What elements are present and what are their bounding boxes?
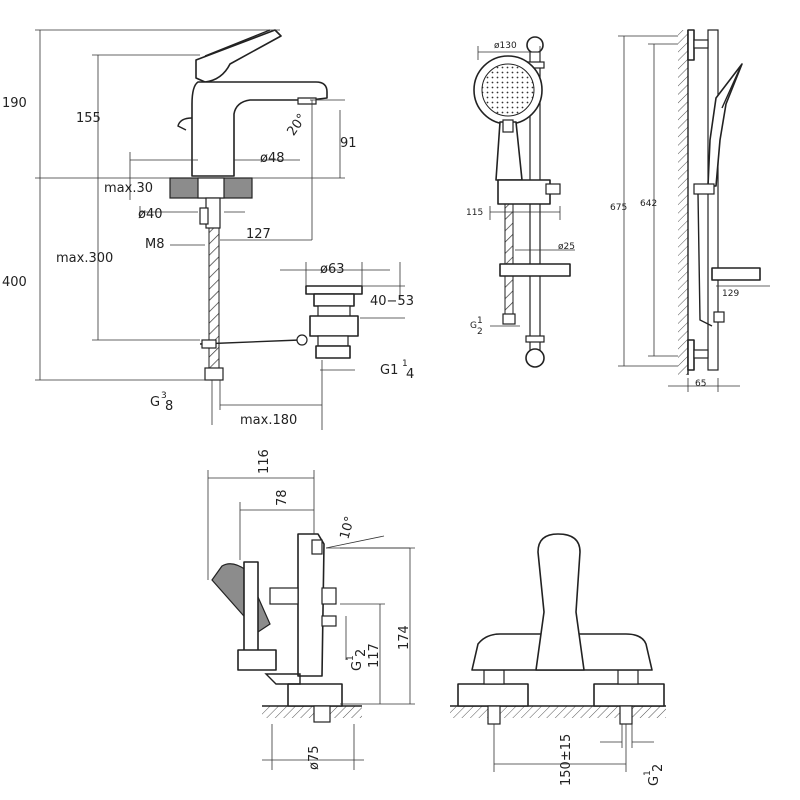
- basin-spout-reach: 127: [246, 227, 271, 242]
- shower-side-soap-dish: [711, 267, 761, 281]
- centerset-centers: 150±15: [559, 734, 574, 786]
- shower-shelf-depth: 129: [722, 289, 739, 299]
- bath-height-inlet: 117: [367, 643, 382, 668]
- svg-text:G: G: [470, 321, 477, 331]
- centerset-mixer-view: 150±15 G 1 2: [450, 533, 666, 786]
- basin-thread-stud: M8: [145, 237, 165, 252]
- svg-text:1: 1: [477, 316, 483, 326]
- shower-inlet-thread: G 1 2: [470, 316, 483, 337]
- bath-depth-body: 78: [275, 489, 290, 506]
- shower-set-front-view: ø130 115 ø25 G 1 2: [466, 36, 575, 368]
- basin-height-body: 155: [76, 111, 101, 126]
- svg-text:1: 1: [402, 359, 408, 369]
- svg-text:4: 4: [406, 367, 414, 382]
- svg-text:G1: G1: [380, 363, 398, 378]
- shower-side-rail: [707, 29, 719, 371]
- bath-mixer-view: 116 78 10° 174 117 G 1 2 ø75: [207, 449, 415, 771]
- basin-mixer-handle: [195, 29, 282, 83]
- basin-deck-max: max.30: [104, 181, 153, 196]
- shower-soap-dish: [499, 263, 571, 277]
- shower-height-total: 675: [610, 203, 627, 213]
- basin-waste: [296, 285, 363, 359]
- basin-inlet-thread: G 3 8: [150, 391, 173, 414]
- basin-hole-diameter: ø40: [138, 207, 163, 222]
- bath-depth-total: 116: [257, 449, 272, 474]
- svg-text:1: 1: [643, 770, 653, 776]
- bath-flange-diameter: ø75: [307, 746, 322, 771]
- basin-hose-max: max.300: [56, 251, 113, 266]
- shower-set-side-view: 675 642 129 65: [610, 29, 770, 392]
- shower-head-diameter: ø130: [494, 41, 517, 51]
- basin-spout-height: 91: [340, 136, 357, 151]
- basin-hose-total: 400: [2, 275, 27, 290]
- bath-mixer-body: [297, 533, 325, 677]
- svg-text:G: G: [150, 395, 160, 410]
- shower-slider: [497, 179, 551, 205]
- bath-mixer-lever: [211, 563, 271, 633]
- basin-waste-thread: G1 1 4: [380, 359, 414, 382]
- bath-inlet-thread: G 1 2: [346, 649, 369, 671]
- basin-spout-angle: 20°: [285, 111, 311, 138]
- basin-reach-max: max.180: [240, 413, 297, 428]
- basin-waste-range: 40−53: [370, 294, 414, 309]
- shower-wall-depth: 65: [695, 379, 706, 389]
- svg-text:8: 8: [165, 399, 173, 414]
- bath-spout-angle: 10°: [338, 515, 358, 541]
- centerset-inlet-thread: G 1 2: [643, 764, 666, 786]
- svg-text:G: G: [647, 776, 662, 786]
- svg-text:2: 2: [354, 649, 369, 657]
- svg-text:G: G: [350, 661, 365, 671]
- centerset-spout: [535, 533, 585, 671]
- bath-height-total: 174: [397, 625, 412, 650]
- svg-text:1: 1: [346, 655, 356, 661]
- svg-text:2: 2: [477, 327, 483, 337]
- shower-rail-diameter: ø25: [558, 242, 575, 252]
- shower-height-inner: 642: [640, 199, 657, 209]
- basin-mixer-view: 190 155 20° 91 ø48 max.30 ø40 127 M8 400…: [2, 29, 414, 430]
- basin-body-diameter: ø48: [260, 151, 285, 166]
- basin-height-total: 190: [2, 96, 27, 111]
- svg-text:3: 3: [161, 391, 167, 401]
- basin-waste-diameter: ø63: [320, 262, 345, 277]
- svg-text:2: 2: [651, 764, 666, 772]
- shower-rail-offset: 115: [466, 208, 483, 218]
- basin-mixer-body: [191, 81, 328, 177]
